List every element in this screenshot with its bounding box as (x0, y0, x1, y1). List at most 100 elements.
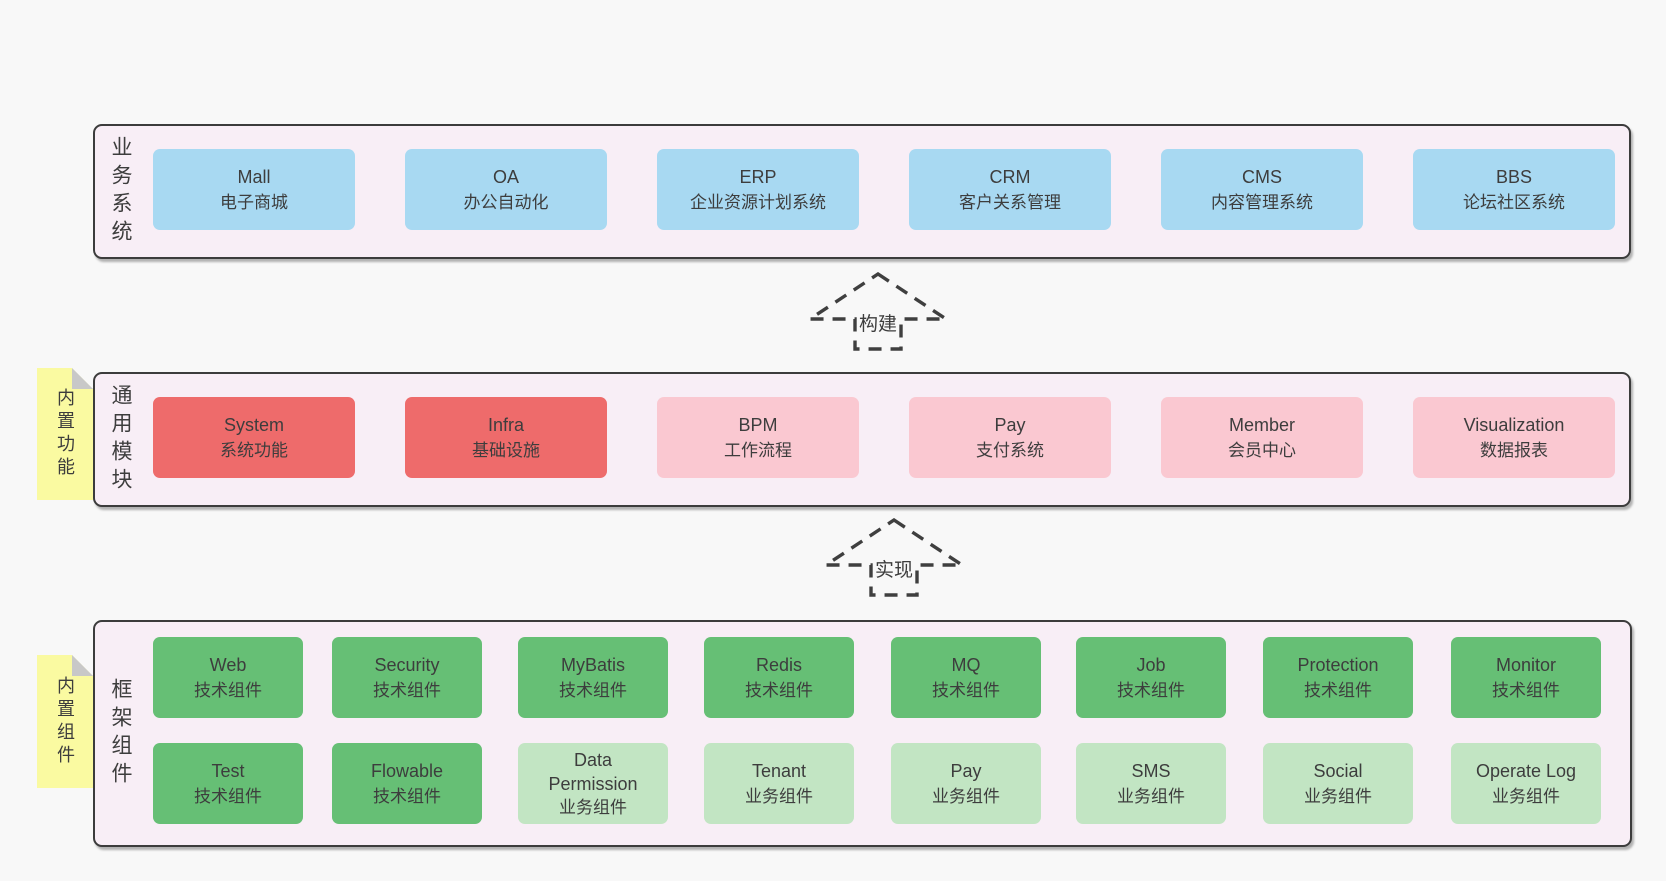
box-subtitle: 业务组件 (932, 786, 1000, 806)
box-title: Pay (950, 760, 982, 781)
box-pay-system: Pay 支付系统 (909, 397, 1111, 478)
sticky-label: 内置功能 (55, 388, 75, 480)
box-subtitle: 技术组件 (1117, 680, 1185, 700)
box-title: Security (374, 654, 440, 675)
box-job: Job 技术组件 (1076, 637, 1226, 718)
box-subtitle: 技术组件 (373, 786, 441, 806)
box-subtitle: 业务组件 (745, 786, 813, 806)
box-title: Monitor (1495, 654, 1557, 675)
box-subtitle: 技术组件 (1304, 680, 1372, 700)
box-test: Test 技术组件 (153, 743, 303, 824)
arrow-label-bg (873, 556, 915, 582)
box-title: Data Permission (548, 749, 638, 794)
box-subtitle: 支付系统 (976, 440, 1044, 460)
box-title: Member (1228, 414, 1295, 435)
sticky-paper (37, 655, 93, 788)
sticky-note-built-in-components: 内置组件 (37, 655, 93, 788)
box-title: BPM (738, 414, 778, 435)
sticky-label: 内置组件 (55, 675, 75, 768)
box-title: MyBatis (560, 654, 625, 675)
box-mall: Mall 电子商城 (153, 149, 355, 230)
box-bpm: BPM 工作流程 (657, 397, 859, 478)
box-operate-log: Operate Log 业务组件 (1451, 743, 1601, 824)
box-subtitle: 客户关系管理 (959, 192, 1061, 212)
box-visualization: Visualization 数据报表 (1413, 397, 1615, 478)
box-title: System (223, 414, 284, 435)
box-subtitle: 电子商城 (220, 192, 288, 212)
box-subtitle: 技术组件 (745, 680, 813, 700)
box-security: Security 技术组件 (332, 637, 482, 718)
sticky-note-built-in-features: 内置功能 (37, 368, 93, 500)
box-title: Visualization (1463, 414, 1565, 435)
box-subtitle: 技术组件 (559, 680, 627, 700)
box-tenant: Tenant 业务组件 (704, 743, 854, 824)
panel-label-common-modules: 通用模块 (109, 383, 132, 496)
box-title: Mall (237, 166, 271, 187)
box-flowable: Flowable 技术组件 (332, 743, 482, 824)
panel-business-systems: 业务系统 Mall 电子商城 OA 办公自动化 ERP 企业资源计划系统 CRM… (93, 124, 1631, 259)
box-monitor: Monitor 技术组件 (1451, 637, 1601, 718)
sticky-paper (37, 368, 93, 500)
box-title: BBS (1495, 166, 1533, 187)
box-title: Tenant (751, 760, 807, 781)
box-subtitle: 技术组件 (373, 680, 441, 700)
box-title: Protection (1297, 654, 1379, 675)
box-title: Operate Log (1475, 760, 1577, 781)
box-title: ERP (739, 166, 777, 187)
box-title: Infra (487, 414, 525, 435)
box-subtitle: 业务组件 (559, 797, 627, 817)
box-title: OA (492, 166, 519, 187)
box-subtitle: 技术组件 (194, 680, 262, 700)
box-title: Test (211, 760, 245, 781)
box-mq: MQ 技术组件 (891, 637, 1041, 718)
box-infra: Infra 基础设施 (405, 397, 607, 478)
box-title: SMS (1131, 760, 1171, 781)
box-subtitle: 业务组件 (1492, 786, 1560, 806)
box-title: Web (209, 654, 247, 675)
box-bbs: BBS 论坛社区系统 (1413, 149, 1615, 230)
box-system: System 系统功能 (153, 397, 355, 478)
box-cms: CMS 内容管理系统 (1161, 149, 1363, 230)
box-subtitle: 业务组件 (1304, 786, 1372, 806)
box-subtitle: 数据报表 (1480, 440, 1548, 460)
box-title: CMS (1242, 166, 1282, 187)
arrow-build: 构建 (807, 272, 949, 351)
box-protection: Protection 技术组件 (1263, 637, 1413, 718)
box-title: Job (1136, 654, 1166, 675)
panel-label-business-systems: 业务系统 (109, 135, 132, 248)
box-subtitle: 会员中心 (1228, 440, 1296, 460)
arrow-label-bg (857, 310, 899, 336)
box-data-permission: Data Permission 业务组件 (518, 743, 668, 824)
box-subtitle: 技术组件 (1492, 680, 1560, 700)
arrow-build-label: 构建 (859, 313, 897, 335)
box-erp: ERP 企业资源计划系统 (657, 149, 859, 230)
box-pay-component: Pay 业务组件 (891, 743, 1041, 824)
box-sms: SMS 业务组件 (1076, 743, 1226, 824)
box-title: Pay (994, 414, 1026, 435)
box-subtitle: 内容管理系统 (1211, 192, 1313, 212)
box-web: Web 技术组件 (153, 637, 303, 718)
arrow-implement: 实现 (823, 518, 965, 597)
box-title: Social (1313, 760, 1363, 781)
panel-framework-components: 框架组件 Web 技术组件 Security 技术组件 MyBatis 技术组件… (93, 620, 1632, 847)
box-subtitle: 办公自动化 (463, 192, 549, 212)
box-title: CRM (989, 166, 1031, 187)
box-mybatis: MyBatis 技术组件 (518, 637, 668, 718)
box-crm: CRM 客户关系管理 (909, 149, 1111, 230)
box-subtitle: 基础设施 (472, 440, 540, 460)
box-social: Social 业务组件 (1263, 743, 1413, 824)
box-subtitle: 系统功能 (220, 440, 288, 460)
arrow-implement-label: 实现 (875, 559, 913, 581)
box-subtitle: 论坛社区系统 (1463, 192, 1565, 212)
box-subtitle: 工作流程 (724, 440, 792, 460)
box-subtitle: 技术组件 (932, 680, 1000, 700)
panel-label-framework-components: 框架组件 (109, 677, 132, 790)
box-subtitle: 业务组件 (1117, 786, 1185, 806)
box-subtitle: 企业资源计划系统 (690, 192, 826, 212)
box-subtitle: 技术组件 (194, 786, 262, 806)
box-title: Flowable (370, 760, 444, 781)
panel-common-modules: 通用模块 System 系统功能 Infra 基础设施 BPM 工作流程 Pay… (93, 372, 1631, 507)
box-member: Member 会员中心 (1161, 397, 1363, 478)
box-redis: Redis 技术组件 (704, 637, 854, 718)
